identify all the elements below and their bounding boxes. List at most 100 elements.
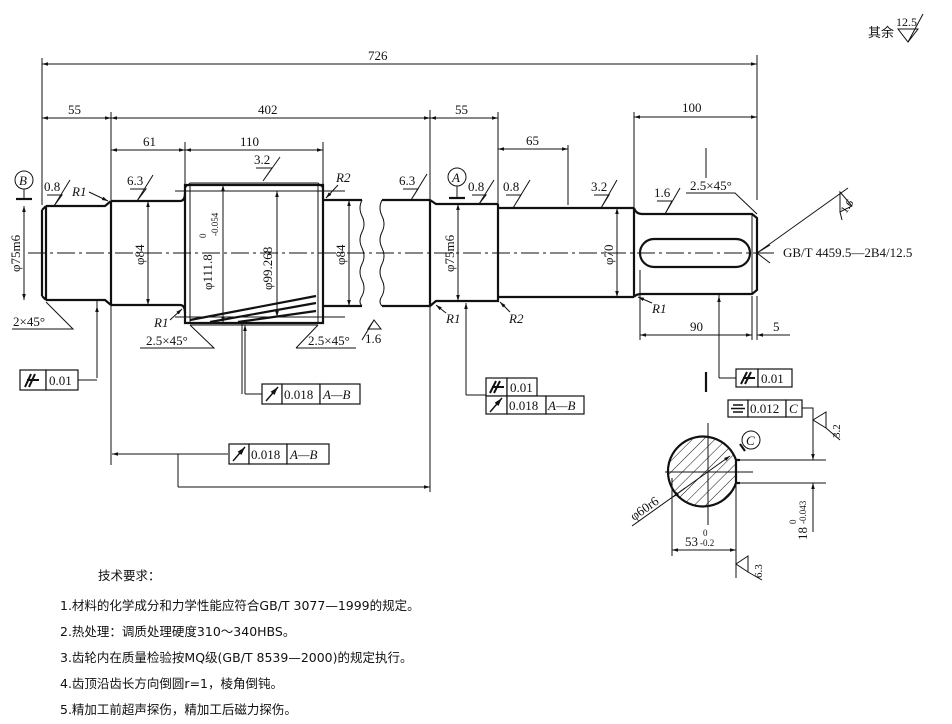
svg-text:A—B: A—B <box>289 447 318 462</box>
datum-a: A <box>447 167 467 200</box>
dim-65: 65 <box>526 133 539 148</box>
roughness-left-shoulder: 6.3 <box>127 173 154 202</box>
roughness-journal2: 0.8 <box>503 179 531 209</box>
svg-text:R2: R2 <box>508 311 524 326</box>
requirement-item: 1.材料的化学成分和力学性能应符合GB/T 3077—1999的规定。 <box>60 598 420 613</box>
svg-text:R2: R2 <box>335 170 351 185</box>
svg-text:-0.043: -0.043 <box>798 500 808 524</box>
runout-icon <box>232 446 246 462</box>
svg-text:2×45°: 2×45° <box>13 314 45 329</box>
dimension-55-left: 55 <box>42 102 111 120</box>
roughness-icon <box>130 174 154 202</box>
roughness-right-journal: 0.8 <box>468 179 495 205</box>
svg-text:6.3: 6.3 <box>399 173 415 188</box>
dimension-55-right: 55 <box>430 102 498 120</box>
general-roughness-label: 其余 <box>868 25 894 40</box>
dim-55-left: 55 <box>68 102 81 117</box>
dim-402: 402 <box>258 102 278 117</box>
center-hole-note: GB/T 4459.5—2B4/12.5 <box>783 245 912 260</box>
dimension-65: 65 <box>498 133 568 151</box>
roughness-icon <box>657 187 681 215</box>
svg-text:0.01: 0.01 <box>49 373 72 388</box>
symmetry-icon <box>731 404 745 413</box>
svg-text:R1: R1 <box>153 315 168 330</box>
svg-text:1.6: 1.6 <box>654 185 671 200</box>
chamfer-labels: 2×45° 2.5×45° 2.5×45° 2.5×45° <box>12 148 758 349</box>
svg-text:3.2: 3.2 <box>831 424 843 438</box>
general-roughness-value: 12.5 <box>896 15 917 29</box>
svg-text:3.2: 3.2 <box>254 152 270 167</box>
dimension-key: 90 5 <box>639 270 790 340</box>
svg-text:0.018: 0.018 <box>284 387 313 402</box>
svg-text:B: B <box>19 173 27 188</box>
dimension-61: 61 <box>111 134 185 152</box>
svg-text:18: 18 <box>795 527 810 540</box>
cylindricity-icon <box>24 373 39 388</box>
roughness-icon <box>47 179 71 207</box>
dim-100: 100 <box>682 100 702 115</box>
svg-text:0.018: 0.018 <box>509 398 538 413</box>
datum-b: B <box>14 170 34 201</box>
roughness-icon <box>472 179 495 205</box>
svg-text:R1: R1 <box>445 311 460 326</box>
requirement-item: 5.精加工前超声探伤，精加工后磁力探伤。 <box>60 702 297 717</box>
dim-phi75m6-left: φ75m6 <box>8 234 23 272</box>
dimension-100: 100 <box>634 100 757 119</box>
svg-text:0.018: 0.018 <box>251 447 280 462</box>
roughness-left-journal: 0.8 <box>44 179 71 207</box>
svg-text:2.5×45°: 2.5×45° <box>308 333 350 348</box>
cylindricity-icon <box>489 380 504 394</box>
technical-requirements-title: 技术要求： <box>98 568 161 583</box>
svg-text:C: C <box>746 433 755 448</box>
svg-text:2.5×45°: 2.5×45° <box>690 178 732 193</box>
dim-110: 110 <box>240 134 259 149</box>
svg-text:0.8: 0.8 <box>44 179 60 194</box>
dim-61: 61 <box>143 134 156 149</box>
runout-leader-ab <box>110 305 431 492</box>
runout-icon <box>489 397 503 413</box>
svg-text:1.6: 1.6 <box>839 197 857 216</box>
runout-icon <box>265 386 279 402</box>
dim-phi99-268: φ99.268 <box>260 247 275 290</box>
roughness-gear-top: 3.2 <box>254 152 281 182</box>
tol-upper-111: 0 <box>198 233 208 238</box>
tol-lower-111: -0.054 <box>210 212 220 236</box>
svg-text:0.01: 0.01 <box>761 371 784 386</box>
svg-text:R1: R1 <box>71 184 86 199</box>
fcf-end-cylindricity: 0.01 <box>719 368 793 388</box>
svg-text:0: 0 <box>788 519 798 524</box>
diameter-dimensions: φ75m6 φ84 φ111.8 0 -0.054 φ99.268 φ84 φ7… <box>8 185 619 323</box>
roughness-right-shoulder: 6.3 <box>399 173 428 201</box>
requirement-item: 4.齿顶沿齿长方向倒圆r=1，棱角倒钝。 <box>60 676 283 691</box>
dimension-402: 402 <box>111 102 430 120</box>
fcf-gear-runout: 0.018 A—B <box>245 383 361 405</box>
svg-text:-0.2: -0.2 <box>700 538 714 548</box>
roughness-seal: 3.2 <box>591 179 618 209</box>
roughness-gear-face: 1.6 <box>361 319 383 346</box>
dimension-110: 110 <box>185 134 323 152</box>
cylindricity-icon <box>740 371 755 385</box>
extension-lines <box>41 55 758 210</box>
svg-text:A: A <box>451 170 460 185</box>
svg-text:90: 90 <box>690 319 703 334</box>
radius-labels: R1 R2 R1 R1 R2 R1 <box>71 170 666 330</box>
fcf-shoulder-runout: 0.018 A—B <box>228 443 330 465</box>
dim-phi75m6-right: φ75m6 <box>442 234 457 272</box>
dimension-overall: 726 <box>42 48 757 66</box>
roughness-icon <box>506 179 531 209</box>
svg-text:1.6: 1.6 <box>365 331 382 346</box>
svg-text:φ60r6: φ60r6 <box>627 493 662 524</box>
svg-text:R1: R1 <box>651 301 666 316</box>
svg-text:C: C <box>789 401 798 416</box>
svg-text:53: 53 <box>685 534 698 549</box>
roughness-symbol-icon <box>896 13 924 43</box>
dim-phi70: φ70 <box>601 244 616 265</box>
dim-phi84-right: φ84 <box>333 244 348 265</box>
svg-text:2.5×45°: 2.5×45° <box>146 333 188 348</box>
shaft-outline <box>40 182 759 326</box>
roughness-icon <box>256 156 281 182</box>
svg-text:0.01: 0.01 <box>510 380 533 395</box>
center-hole-callout: 1.6 GB/T 4459.5—2B4/12.5 <box>756 187 912 264</box>
fcf-left-cylindricity: 0.01 <box>19 369 97 391</box>
